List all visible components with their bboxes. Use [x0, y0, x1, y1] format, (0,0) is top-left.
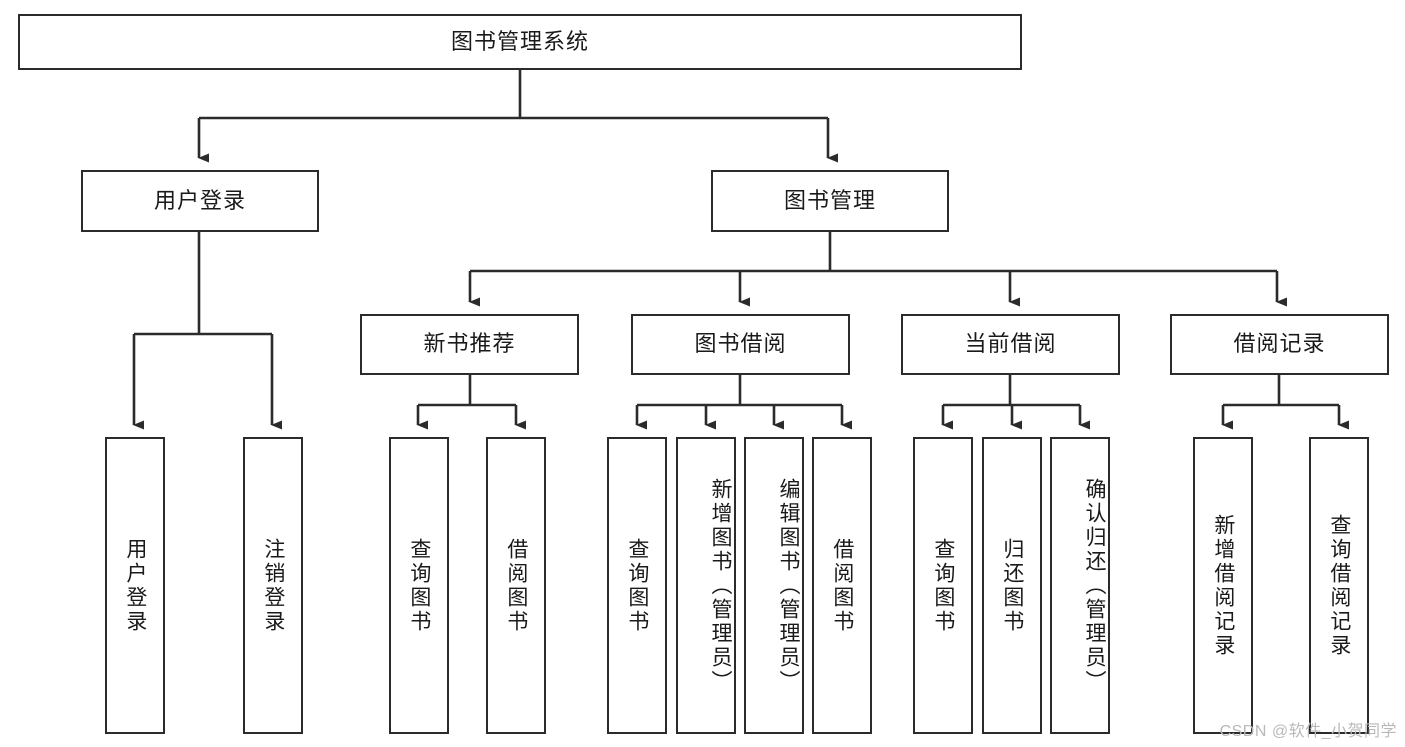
leaf-logout-login[interactable]: 注销登录	[243, 437, 303, 734]
node-root[interactable]: 图书管理系统	[18, 14, 1022, 70]
leaf-edit-book-admin[interactable]: 编辑图书（管理员）	[744, 437, 804, 734]
leaf-borrow-book-newbook[interactable]: 借阅图书	[486, 437, 546, 734]
leaf-add-borrow-record[interactable]: 新增借阅记录	[1193, 437, 1253, 734]
leaf-user-login[interactable]: 用户登录	[105, 437, 165, 734]
leaf-confirm-return-admin[interactable]: 确认归还（管理员）	[1050, 437, 1110, 734]
node-current-borrow[interactable]: 当前借阅	[901, 314, 1120, 375]
node-book-borrow[interactable]: 图书借阅	[631, 314, 850, 375]
leaf-query-book-newbook[interactable]: 查询图书	[389, 437, 449, 734]
csdn-watermark: CSDN @软件_小贺同学	[1219, 723, 1397, 740]
leaf-query-borrow-record[interactable]: 查询借阅记录	[1309, 437, 1369, 734]
leaf-return-book[interactable]: 归还图书	[982, 437, 1042, 734]
node-new-book-recommend[interactable]: 新书推荐	[360, 314, 579, 375]
node-borrow-record[interactable]: 借阅记录	[1170, 314, 1389, 375]
node-book-manage[interactable]: 图书管理	[711, 170, 949, 232]
leaf-query-book-current[interactable]: 查询图书	[913, 437, 973, 734]
node-user-login[interactable]: 用户登录	[81, 170, 319, 232]
leaf-add-book-admin[interactable]: 新增图书（管理员）	[676, 437, 736, 734]
leaf-borrow-book[interactable]: 借阅图书	[812, 437, 872, 734]
leaf-query-book-borrow[interactable]: 查询图书	[607, 437, 667, 734]
